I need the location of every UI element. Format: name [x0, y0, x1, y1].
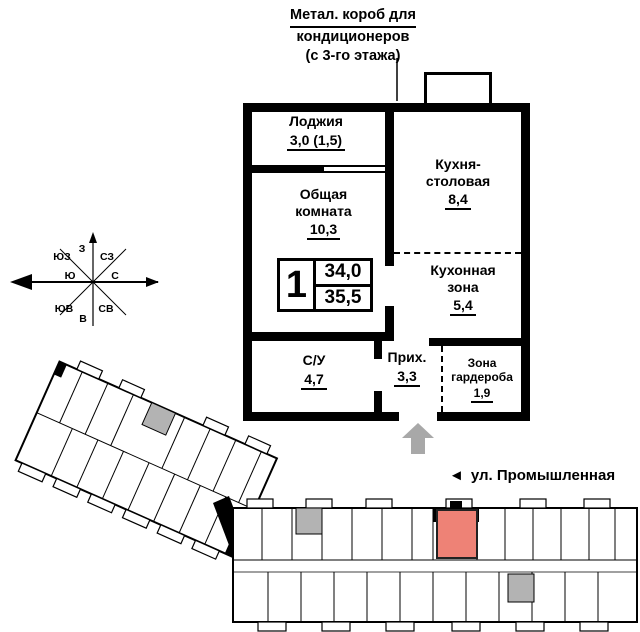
- room-name: Прих.: [387, 349, 427, 365]
- apartment-info-badge: 1 34,0 35,5: [277, 258, 373, 312]
- wall-kitchenzone-wardrobe: [429, 338, 521, 346]
- room-label-hallway: Прих. 3,3: [383, 349, 431, 387]
- highlighted-apartment: [436, 509, 478, 559]
- compass-label-southeast: ЮВ: [55, 303, 74, 315]
- wall-exterior-right: [521, 103, 530, 421]
- wall-exterior-left: [243, 103, 252, 421]
- stairwell-block: [507, 573, 535, 603]
- room-label-kitchen-dining: Кухня-столовая 8,4: [412, 156, 504, 211]
- room-name: С/У: [302, 352, 326, 368]
- room-area: 10,3: [306, 221, 341, 241]
- entrance-arrow-icon: [401, 423, 435, 454]
- wall-exterior-bottom-left: [243, 412, 399, 421]
- street-label: ◄ ул. Промышленная: [449, 467, 615, 484]
- loggia-window: [324, 165, 385, 173]
- compass-rose: З СЗ С СВ В ЮВ Ю ЮЗ: [10, 232, 159, 326]
- entrance-arrow-stem: [411, 438, 425, 454]
- room-area: 8,4: [445, 191, 471, 211]
- room-area: 5,4: [450, 297, 476, 317]
- ac-duct-note-line1: Метал. короб для: [290, 6, 416, 28]
- compass-label-northwest: СЗ: [100, 251, 114, 263]
- wall-bathroom-hallway-lower: [374, 391, 382, 421]
- building-right-wing: [232, 498, 638, 632]
- wall-living-bathroom: [252, 332, 385, 341]
- room-name: Кухня-столовая: [425, 156, 491, 189]
- badge-area-total: 34,0: [316, 261, 370, 287]
- compass-label-north: С: [111, 270, 119, 282]
- room-area: 3,3: [394, 368, 420, 387]
- compass-label-south: Ю: [65, 270, 76, 282]
- room-area: 1,9: [470, 386, 494, 404]
- stairwell-block: [295, 507, 323, 535]
- compass-label-southwest: ЮЗ: [53, 251, 71, 263]
- compass-label-east: В: [79, 313, 87, 325]
- building-left-wing: [14, 360, 279, 560]
- ac-duct-note-line3: (с 3-го этажа): [305, 47, 401, 64]
- room-name: Лоджия: [289, 113, 343, 129]
- ac-duct-note: Метал. короб для кондиционеров (с 3-го э…: [278, 6, 428, 66]
- wall-living-kitchen-upper: [385, 112, 394, 266]
- room-label-kitchen-zone: Кухонная зона 5,4: [418, 262, 508, 317]
- wall-exterior-top: [243, 103, 530, 112]
- compass-arrowhead-left: [10, 274, 32, 290]
- room-label-loggia: Лоджия 3,0 (1,5): [262, 113, 370, 151]
- building-overview: [14, 360, 638, 632]
- room-area: 4,7: [301, 371, 327, 390]
- street-name: ул. Промышленная: [470, 467, 616, 484]
- compass-arrowhead-right: [146, 277, 159, 287]
- balcony-bumps: [17, 360, 272, 560]
- street-direction-icon: ◄: [449, 467, 464, 484]
- room-label-bathroom: С/У 4,7: [283, 352, 345, 390]
- compass-label-west: З: [79, 243, 86, 255]
- room-divider-lines: [50, 371, 262, 545]
- room-name: Общая комната: [295, 186, 352, 219]
- dashed-divider-kitchen-zones: [394, 252, 521, 254]
- dashed-divider-wardrobe: [441, 346, 443, 412]
- compass-arrowhead-top: [89, 232, 97, 243]
- room-label-living: Общая комната 10,3: [276, 186, 371, 241]
- wall-exterior-bottom-right: [437, 412, 530, 421]
- wall-living-kitchen-lower: [385, 306, 394, 341]
- apartment-entrance-mark: [450, 501, 462, 508]
- compass-label-northeast: СВ: [98, 303, 114, 315]
- room-name: Кухонная зона: [430, 262, 496, 295]
- ac-duct-note-line2: кондиционеров: [296, 28, 410, 45]
- room-name: Зона гардероба: [451, 356, 513, 385]
- badge-room-count: 1: [280, 261, 316, 309]
- room-area: 3,0 (1,5): [286, 132, 346, 151]
- wall-bathroom-hallway-upper: [374, 341, 382, 359]
- wall-loggia: [252, 165, 324, 173]
- stairwell-block: [141, 401, 177, 436]
- room-label-wardrobe: Зона гардероба 1,9: [444, 356, 520, 404]
- badge-area-with-balcony: 35,5: [324, 286, 362, 308]
- entrance-arrow-head: [402, 423, 434, 438]
